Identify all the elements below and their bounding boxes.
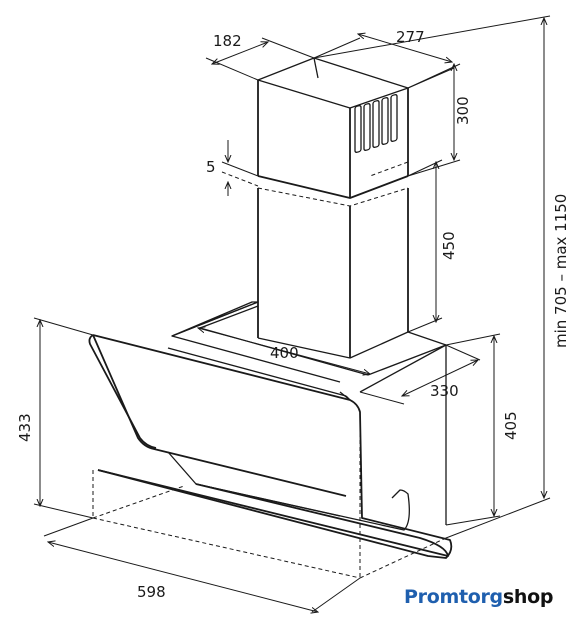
dim-400: 400 — [270, 344, 299, 362]
dim-182: 182 — [213, 32, 242, 50]
dim-450: 450 — [440, 231, 458, 260]
dimension-lines — [33, 15, 551, 612]
dim-433: 433 — [16, 413, 34, 442]
dim-598: 598 — [137, 583, 166, 601]
brand-name-part1: Promtorg — [404, 586, 503, 608]
brand-logo: Promtorgshop — [404, 586, 553, 608]
chimney-upper — [257, 57, 409, 198]
vent-grille — [354, 94, 398, 153]
chimney-lower — [257, 175, 409, 359]
dim-330: 330 — [430, 382, 459, 400]
dim-405: 405 — [502, 411, 520, 440]
dim-300: 300 — [454, 96, 472, 125]
dimension-labels: 182 277 300 5 450 400 330 405 433 598 mi… — [16, 28, 570, 601]
dim-5: 5 — [206, 158, 216, 176]
dim-total-height: min 705 – max 1150 — [552, 194, 570, 348]
glass-panel — [88, 334, 453, 559]
dim-277: 277 — [396, 28, 425, 46]
brand-name-part2: shop — [502, 586, 554, 608]
